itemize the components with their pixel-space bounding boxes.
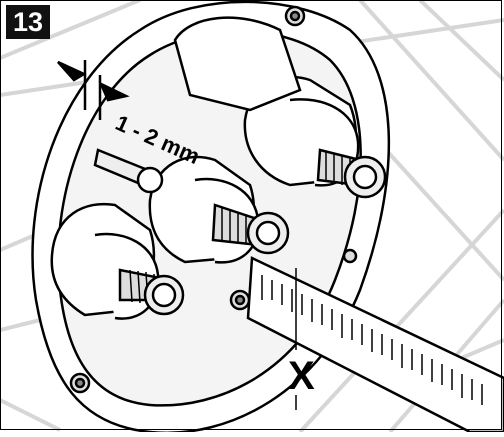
gap-dimension-marker (57, 60, 130, 120)
valve-cartridge-right (243, 75, 387, 199)
valve-cartridge-center (148, 155, 290, 264)
step-number-badge: 13 (6, 5, 50, 39)
valve-cartridge-left (50, 202, 185, 320)
measure-label-x: X (288, 354, 315, 398)
valve-body-top (93, 16, 302, 194)
